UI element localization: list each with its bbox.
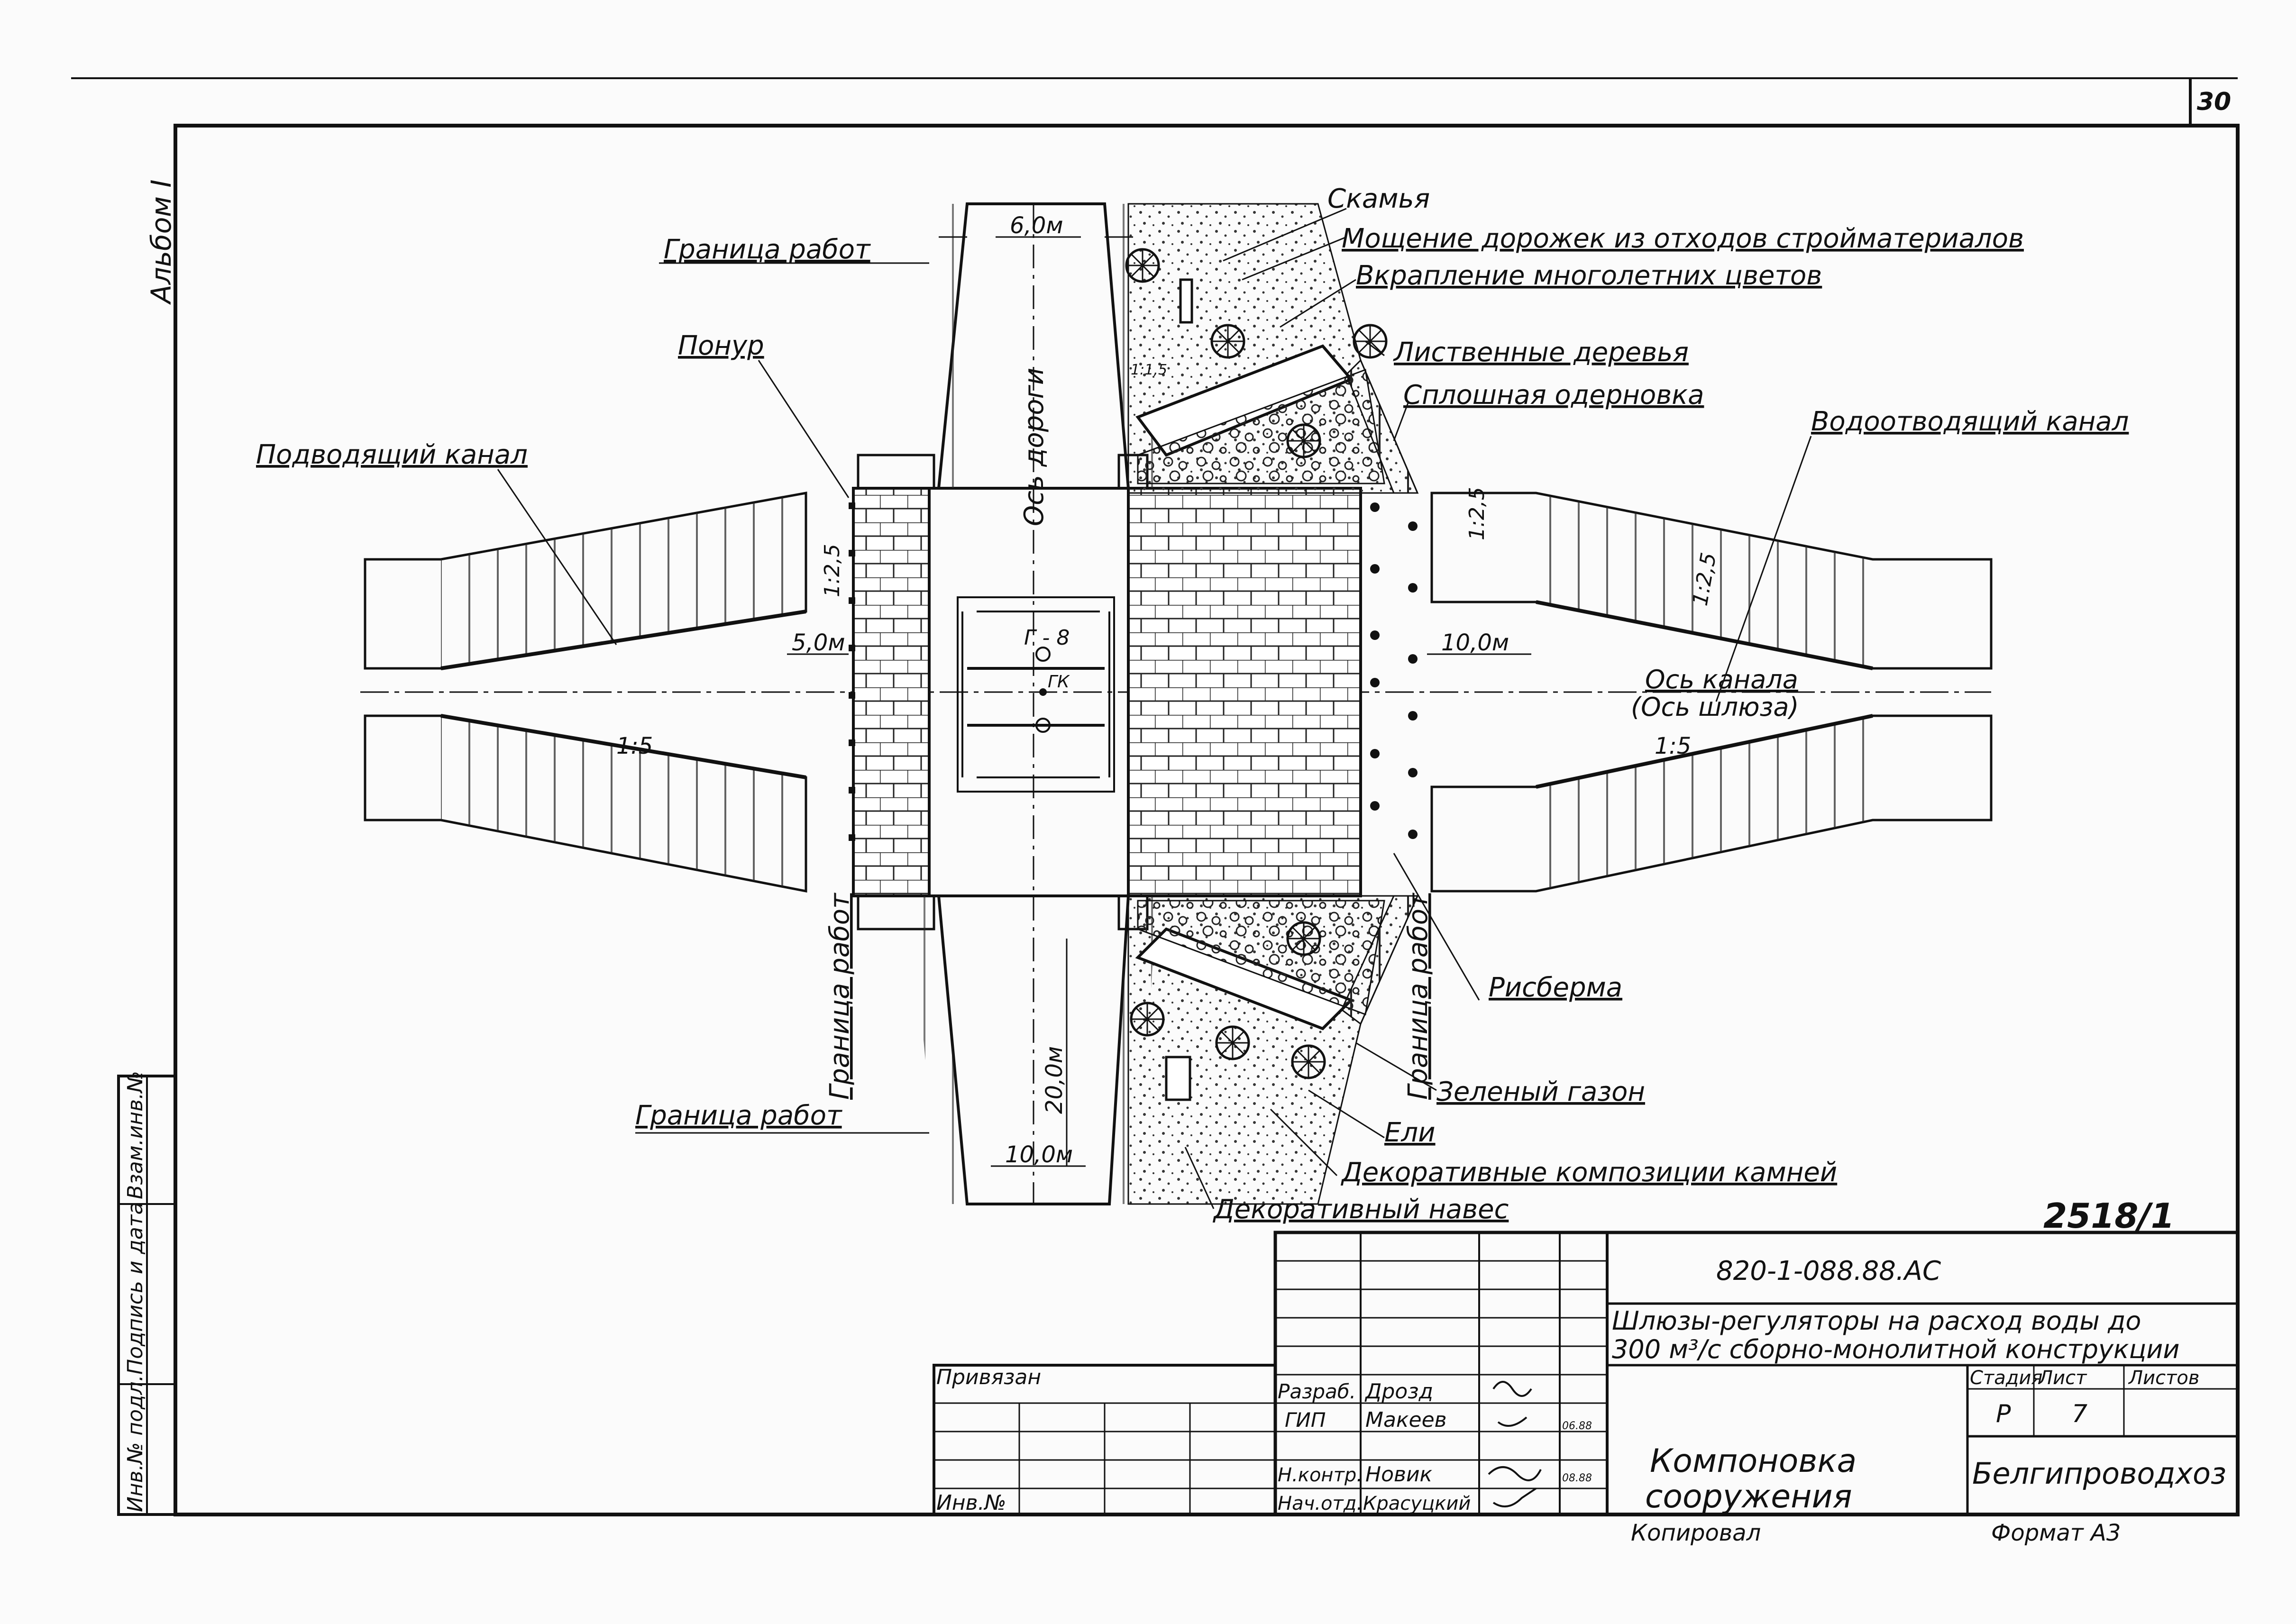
lock-structure bbox=[852, 454, 1362, 931]
label-work-boundary-bottom: Граница работ bbox=[635, 1100, 842, 1131]
organization: Белгипроводхоз bbox=[1972, 1456, 2226, 1491]
stage-header: Стадия bbox=[1970, 1367, 2042, 1389]
sheet-value: 7 bbox=[2072, 1400, 2087, 1428]
format-label: Формат А3 bbox=[1991, 1520, 2121, 1546]
ponur-markers bbox=[849, 502, 855, 841]
label-canopy: Декоративный навес bbox=[1212, 1194, 1509, 1225]
label-work-boundary-top: Граница работ bbox=[664, 234, 871, 265]
bench-top bbox=[1179, 278, 1193, 324]
role-row-4: Нач.отд. bbox=[1278, 1493, 1363, 1515]
deciduous-trees bbox=[1125, 248, 1388, 1079]
label-sod: Сплошная одерновка bbox=[1403, 380, 1704, 411]
slope-road: 1:1,5 bbox=[1131, 362, 1167, 378]
doc-code: 2518/1 bbox=[2043, 1196, 2175, 1236]
project-code: 820-1-088.88.АС bbox=[1716, 1256, 1941, 1286]
road bbox=[910, 202, 1157, 1205]
dim-road-top: 6,0м bbox=[1010, 212, 1063, 239]
name-row-3: Новик bbox=[1365, 1462, 1433, 1487]
label-lock-axis: (Ось шлюза) bbox=[1631, 692, 1799, 722]
label-bench: Скамья bbox=[1327, 183, 1430, 214]
name-row-1: Дрозд bbox=[1364, 1379, 1433, 1404]
label-work-boundary-left: Граница работ bbox=[824, 893, 855, 1100]
landscape-top bbox=[1127, 203, 1419, 494]
dim-road-length: 20,0м bbox=[1041, 1046, 1068, 1114]
name-row-2: Макеев bbox=[1365, 1408, 1447, 1432]
label-riverbed: Рисберма bbox=[1489, 972, 1622, 1003]
title-block bbox=[933, 1231, 2240, 1516]
label-inlet-canal: Подводящий канал bbox=[256, 439, 528, 470]
sheets-header: Листов bbox=[2128, 1367, 2199, 1389]
dimension-lines bbox=[787, 236, 1531, 1167]
dim-right-width: 10,0м bbox=[1441, 630, 1509, 656]
signatures bbox=[1488, 1381, 1542, 1507]
sheet-header: Лист bbox=[2038, 1367, 2087, 1389]
date-row-3: 08.88 bbox=[1562, 1472, 1592, 1484]
label-stones: Декоративные композиции камней bbox=[1340, 1157, 1837, 1188]
label-ponur: Понур bbox=[678, 330, 764, 361]
bench-bottom bbox=[1165, 1056, 1191, 1101]
label-gk: ГК bbox=[1048, 672, 1070, 692]
slope-right: 1:2,5 bbox=[1465, 487, 1489, 540]
bound-label: Привязан bbox=[936, 1365, 1041, 1389]
role-row-3: Н.контр. bbox=[1278, 1464, 1363, 1486]
project-title-1: Шлюзы-регуляторы на расход воды до bbox=[1612, 1306, 2141, 1336]
label-spruces: Ели bbox=[1384, 1117, 1436, 1148]
name-row-4: Красуцкий bbox=[1363, 1493, 1471, 1515]
inv-no-label: Инв.№ bbox=[936, 1491, 1006, 1515]
label-flowers: Вкрапление многолетних цветов bbox=[1356, 260, 1822, 291]
leaders bbox=[497, 208, 1812, 1209]
label-green-lawn: Зеленый газон bbox=[1436, 1077, 1645, 1107]
role-row-2: ГИП bbox=[1285, 1408, 1326, 1432]
side-stamp-replace: Взам.инв.№ bbox=[123, 1071, 147, 1199]
side-stamp bbox=[117, 1075, 177, 1516]
slope-left: 1:2,5 bbox=[820, 544, 844, 597]
dim-left-width: 5,0м bbox=[792, 630, 845, 656]
label-road-axis: Ось дороги bbox=[1019, 368, 1050, 526]
stage-value: Р bbox=[1996, 1400, 2011, 1428]
bottom-slope-left: 1:5 bbox=[616, 733, 653, 759]
label-work-boundary-right: Граница работ bbox=[1403, 893, 1434, 1100]
label-outlet-canal: Водоотводящий канал bbox=[1811, 406, 2129, 437]
role-row-1: Разраб. bbox=[1278, 1380, 1356, 1403]
riverbed-spots bbox=[1370, 502, 1418, 839]
side-stamp-inv: Инв.№ подл. bbox=[123, 1375, 147, 1512]
drawing-title-2: сооружения bbox=[1645, 1478, 1852, 1515]
label-canal-axis: Ось канала bbox=[1645, 665, 1798, 694]
inlet-canal bbox=[364, 492, 807, 893]
side-stamp-sign: Подпись и дата bbox=[123, 1202, 147, 1375]
drawing-title-1: Компоновка bbox=[1650, 1442, 1857, 1480]
label-deciduous: Лиственные деревья bbox=[1393, 337, 1689, 368]
outlet-canal bbox=[1430, 492, 1993, 893]
label-paving: Мощение дорожек из отходов стройматериал… bbox=[1342, 223, 2024, 254]
album-label: Альбом I bbox=[145, 180, 177, 305]
landscape-bottom bbox=[1127, 895, 1419, 1205]
label-gate: Г - 8 bbox=[1024, 626, 1070, 650]
bottom-slope-right: 1:5 bbox=[1655, 733, 1691, 759]
sheet-number: 30 bbox=[2197, 88, 2231, 116]
project-title-2: 300 м³/с сборно-монолитной конструкции bbox=[1612, 1334, 2180, 1364]
date-row-2: 06.88 bbox=[1562, 1420, 1592, 1432]
copied-label: Копировал bbox=[1631, 1520, 1761, 1546]
dim-road-bottom: 10,0м bbox=[1005, 1141, 1073, 1168]
